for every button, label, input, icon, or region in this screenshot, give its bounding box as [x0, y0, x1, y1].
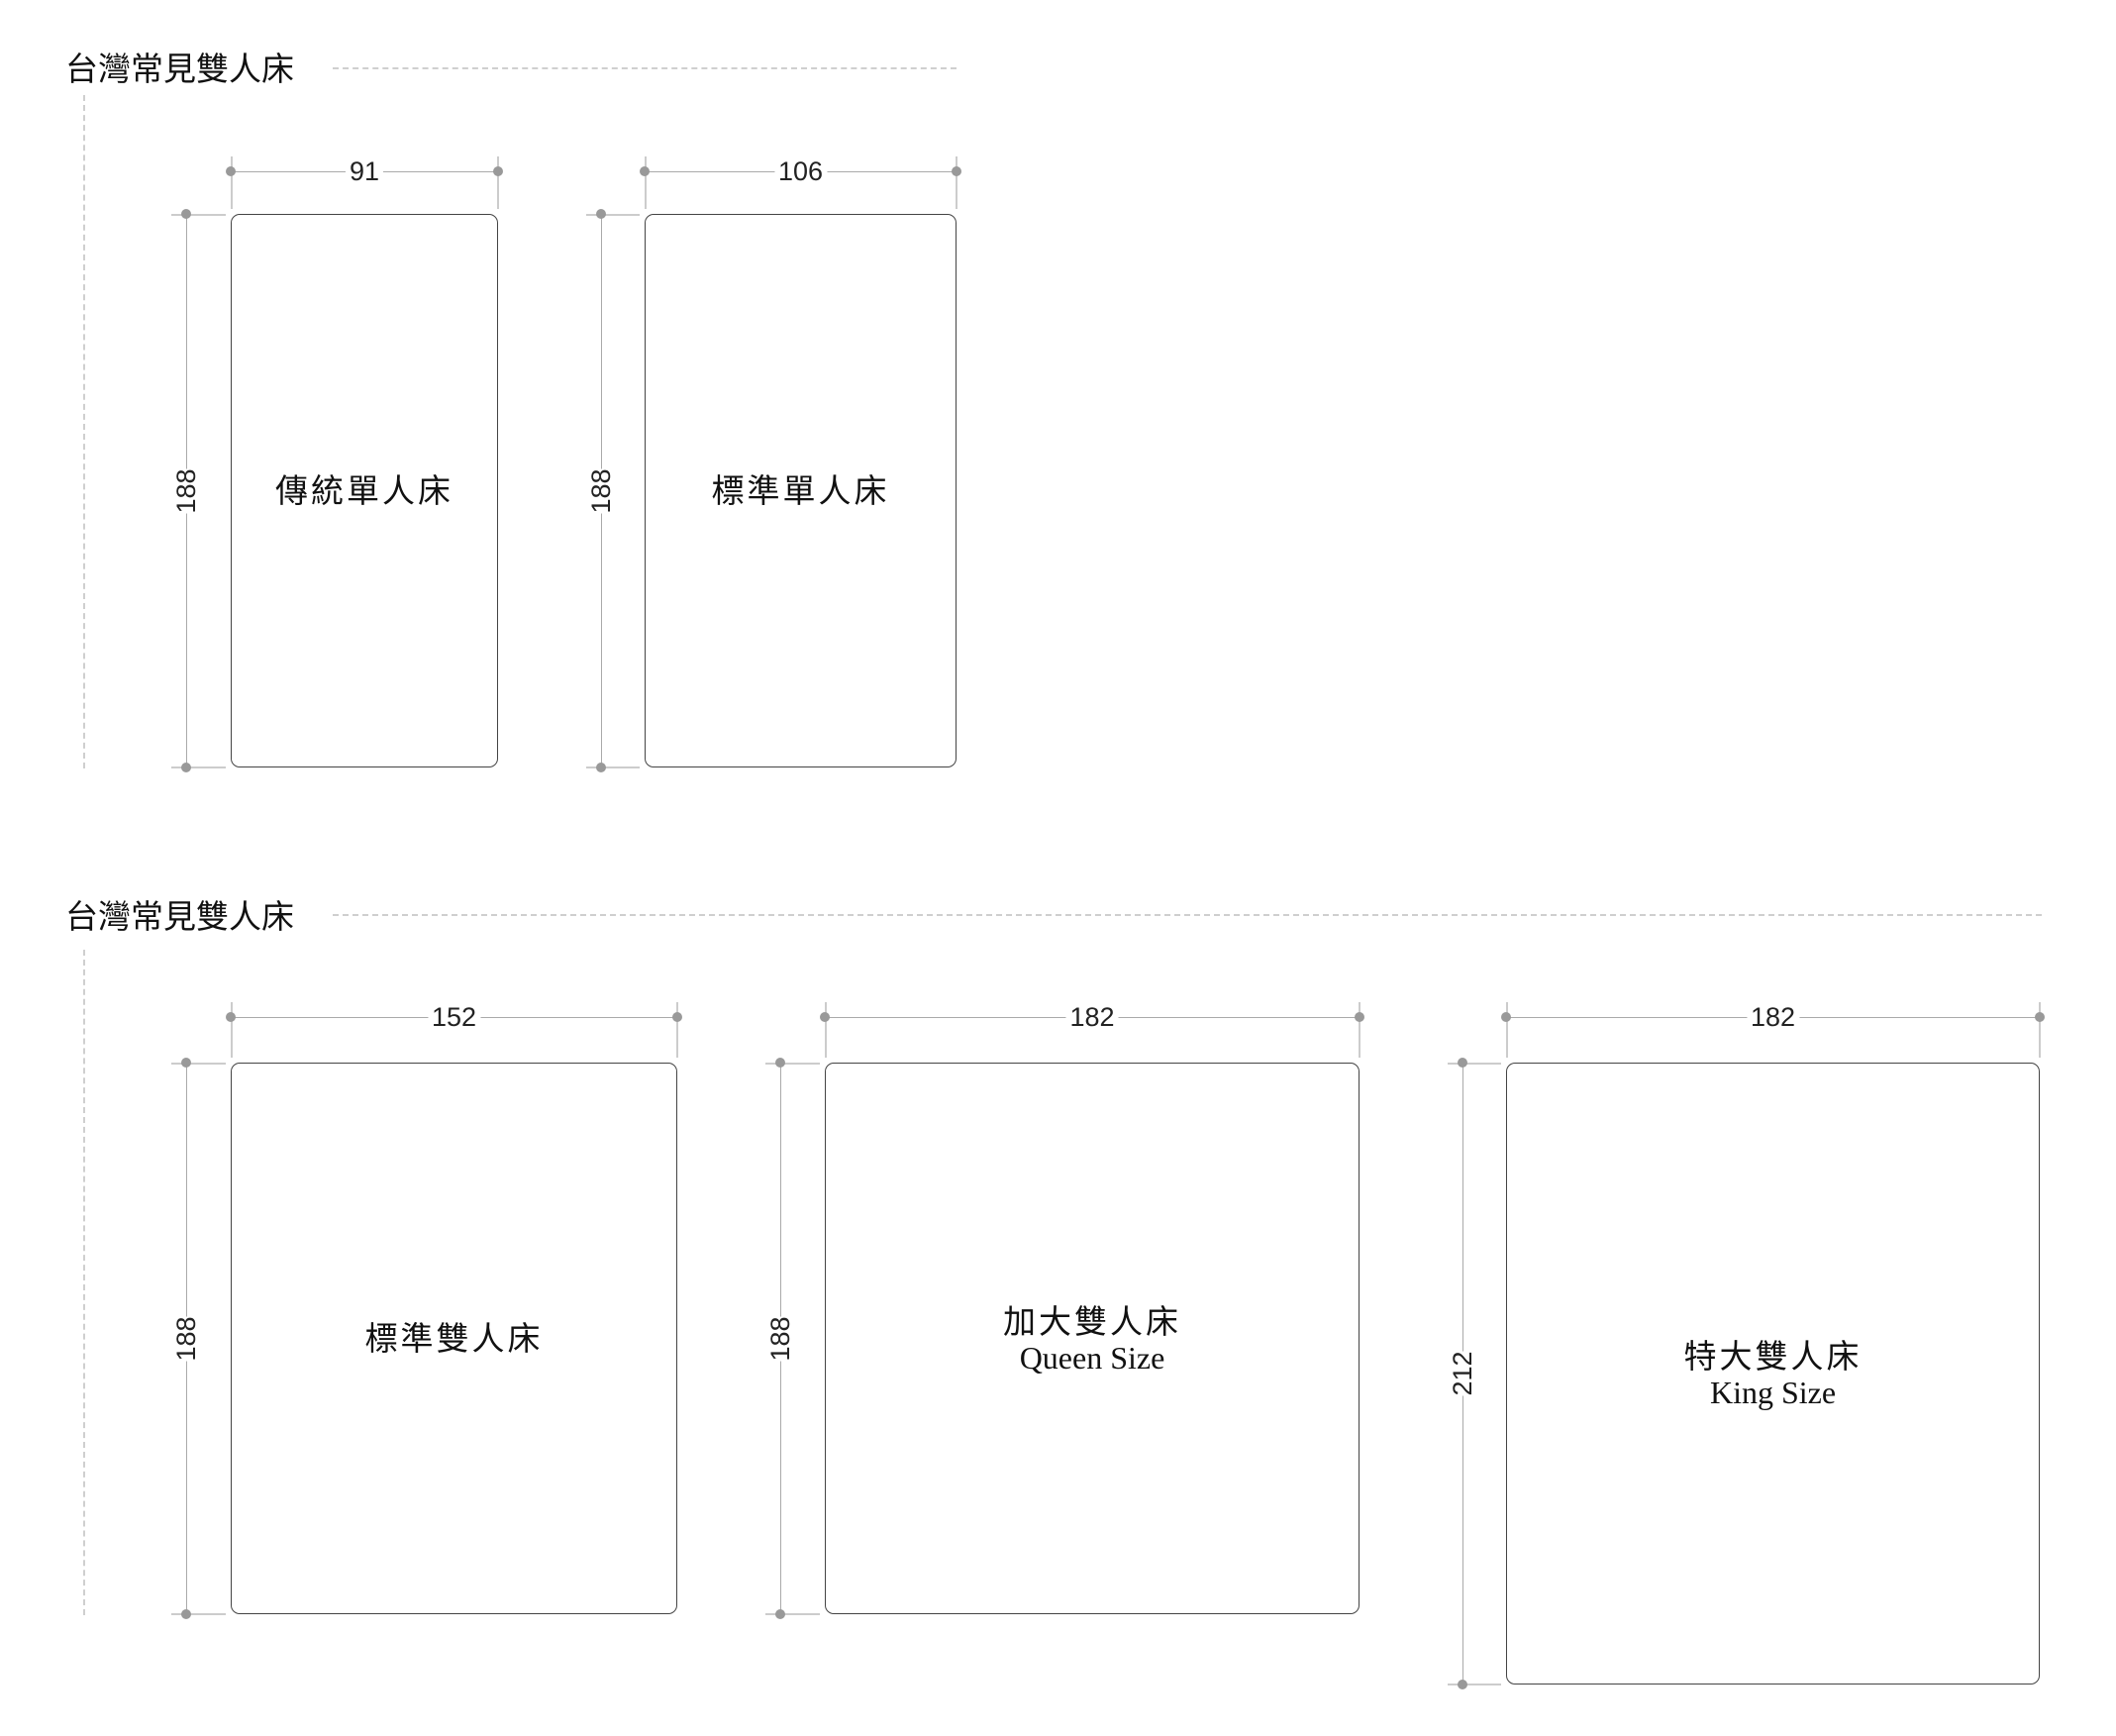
length-label: 212	[1444, 1351, 1481, 1396]
dimension-dot	[181, 1058, 191, 1068]
width-label: 106	[773, 156, 828, 186]
extension-line	[956, 156, 957, 209]
bed-name-zh: 加大雙人床	[1003, 1301, 1181, 1341]
dimension-dot	[775, 1609, 785, 1619]
dimension-dot	[181, 209, 191, 219]
extension-line	[765, 1063, 820, 1065]
bed-outline: 標準單人床	[645, 214, 957, 767]
extension-line	[676, 1002, 678, 1058]
length-label: 188	[761, 1315, 799, 1362]
extension-line	[171, 214, 226, 216]
width-label: 182	[1746, 1002, 1800, 1032]
dimension-dot	[1458, 1058, 1467, 1068]
extension-line	[1506, 1002, 1508, 1058]
width-label: 182	[1065, 1002, 1119, 1032]
dimension-dot	[672, 1012, 682, 1022]
extension-line	[1359, 1002, 1360, 1058]
dimension-dot	[596, 209, 606, 219]
section-guide-1	[83, 95, 85, 768]
dimension-dot	[226, 1012, 236, 1022]
width-label: 152	[427, 1002, 481, 1032]
extension-line	[171, 1063, 226, 1065]
dimension-dot	[1501, 1012, 1511, 1022]
section-divider-2	[333, 914, 2042, 916]
length-label: 188	[167, 467, 205, 514]
section-title-1: 台灣常見雙人床	[65, 50, 294, 88]
dimension-dot	[181, 763, 191, 772]
extension-line	[171, 766, 226, 768]
bed-name-zh: 標準單人床	[711, 470, 890, 510]
dimension-dot	[775, 1058, 785, 1068]
dimension-dot	[1355, 1012, 1364, 1022]
extension-line	[645, 156, 647, 209]
extension-line	[171, 1613, 226, 1615]
dimension-dot	[181, 1609, 191, 1619]
dimension-dot	[952, 166, 961, 176]
extension-line	[825, 1002, 827, 1058]
dimension-dot	[1458, 1680, 1467, 1689]
dimension-dot	[820, 1012, 830, 1022]
section-title-2: 台灣常見雙人床	[65, 897, 294, 936]
bed-name-en: King Size	[1709, 1375, 1837, 1410]
bed-name-zh: 標準雙人床	[364, 1318, 544, 1358]
extension-line	[497, 156, 499, 209]
dimension-dot	[226, 166, 236, 176]
extension-line	[1448, 1684, 1501, 1685]
bed-name-zh: 特大雙人床	[1683, 1337, 1863, 1376]
extension-line	[2039, 1002, 2041, 1058]
extension-line	[231, 156, 233, 209]
section-guide-2	[83, 950, 85, 1615]
width-label: 91	[345, 156, 384, 186]
dimension-dot	[640, 166, 650, 176]
bed-outline: 標準雙人床	[231, 1063, 677, 1614]
dimension-dot	[596, 763, 606, 772]
bed-name-en: Queen Size	[1019, 1339, 1165, 1376]
bed-outline: 傳統單人床	[231, 214, 498, 767]
extension-line	[586, 766, 640, 768]
dimension-dot	[493, 166, 503, 176]
section-divider-1	[333, 67, 957, 69]
length-label: 188	[167, 1315, 205, 1362]
extension-line	[586, 214, 640, 216]
extension-line	[765, 1613, 820, 1615]
length-label: 188	[582, 467, 620, 514]
bed-name-zh: 傳統單人床	[275, 470, 453, 510]
dimension-dot	[2035, 1012, 2045, 1022]
extension-line	[231, 1002, 233, 1058]
extension-line	[1448, 1063, 1501, 1065]
